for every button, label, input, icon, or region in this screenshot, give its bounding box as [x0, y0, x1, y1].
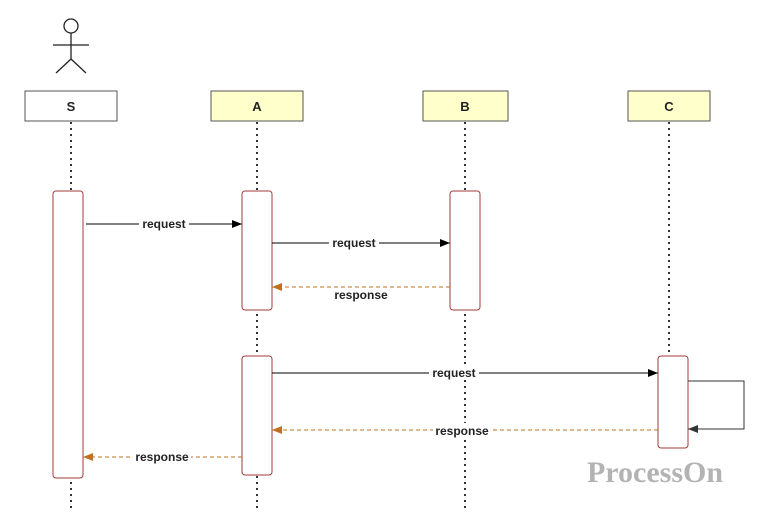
activation-bars	[52, 190, 689, 479]
activation-c	[657, 355, 689, 449]
activation-s	[52, 190, 84, 479]
participant-s[interactable]: S	[24, 90, 118, 122]
message-a-to-c-request[interactable]: request	[272, 366, 658, 380]
message-b-to-a-response[interactable]: response	[272, 283, 450, 302]
message-label: response	[135, 450, 189, 464]
activation-a-2	[241, 355, 273, 476]
message-c-self-call[interactable]	[688, 380, 745, 433]
watermark-logo: ProcessOn	[587, 456, 723, 489]
message-label: request	[142, 217, 185, 231]
message-a-to-s-response[interactable]: response	[83, 450, 242, 464]
activation-a-1	[241, 190, 273, 311]
message-label: request	[432, 366, 475, 380]
participant-label-c: C	[664, 99, 674, 114]
activation-b	[449, 190, 481, 311]
message-s-to-a-request[interactable]: request	[86, 217, 242, 231]
participant-label-b: B	[460, 99, 469, 114]
participant-label-a: A	[252, 99, 262, 114]
participant-label-s: S	[67, 99, 76, 114]
message-label: response	[334, 288, 388, 302]
message-c-to-a-response[interactable]: response	[272, 423, 658, 438]
participant-c[interactable]: C	[627, 90, 711, 122]
participant-b[interactable]: B	[422, 90, 509, 122]
message-a-to-b-request[interactable]: request	[272, 236, 450, 250]
actor-icon	[53, 18, 89, 74]
message-label: response	[435, 424, 489, 438]
message-label: request	[332, 236, 375, 250]
participant-a[interactable]: A	[210, 90, 304, 122]
